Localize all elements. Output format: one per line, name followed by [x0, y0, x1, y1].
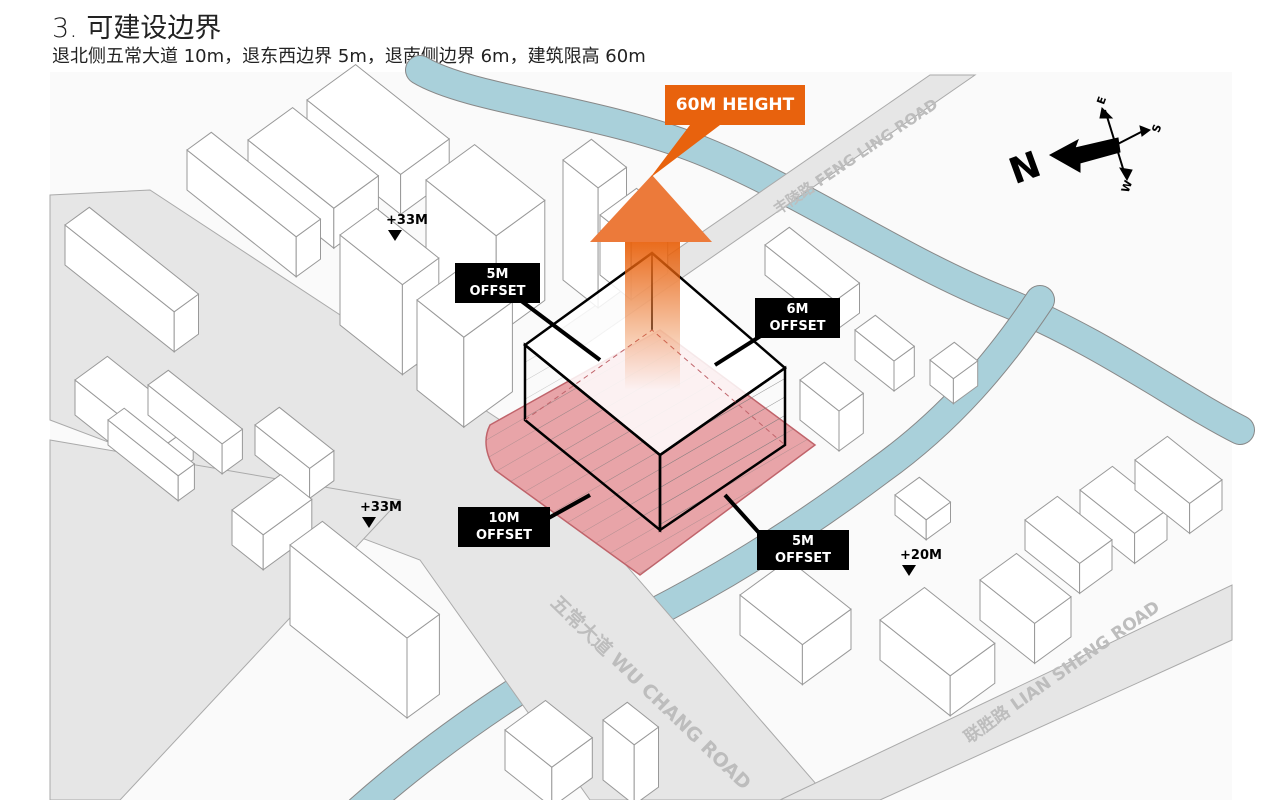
building-face: [979, 552, 1072, 625]
elevation-value: +20M: [900, 548, 942, 563]
offset-callout-east: 5M OFFSET: [757, 530, 849, 570]
building: [186, 131, 322, 278]
offset-callout-west: 5M OFFSET: [455, 263, 540, 303]
building-face: [504, 699, 594, 768]
callout-label: OFFSET: [469, 284, 526, 299]
building: [306, 63, 451, 216]
building: [1079, 465, 1168, 565]
building-face: [107, 407, 196, 477]
page-subtitle: 退北侧五常大道 10m，退东西边界 5m，退南侧边界 6m，建筑限高 60m: [52, 46, 646, 67]
building-face: [425, 143, 546, 237]
compass-icon: [1048, 106, 1152, 182]
callout-label: OFFSET: [476, 528, 532, 543]
building: [602, 701, 660, 800]
building: [894, 476, 952, 541]
callout-value: 10M: [488, 511, 520, 526]
callout-value: 6M: [786, 302, 809, 317]
building: [504, 699, 594, 800]
building-face: [562, 138, 628, 189]
building: [929, 341, 979, 405]
building-face: [147, 369, 244, 445]
building-face: [799, 361, 865, 412]
building-face: [894, 476, 952, 521]
buildings: [64, 63, 1223, 800]
elevation-marker: +33M: [360, 500, 402, 528]
building-face: [879, 586, 996, 677]
building-face: [289, 520, 441, 639]
building: [1134, 435, 1223, 535]
offset-callout-south: 6M OFFSET: [755, 298, 840, 338]
triangle-down-icon: [902, 565, 916, 576]
building-face: [739, 558, 852, 646]
elevation-marker: +33M: [386, 213, 428, 241]
building: [107, 407, 196, 502]
building: [64, 206, 200, 353]
building-face: [854, 314, 916, 362]
elevation-value: +33M: [360, 500, 402, 515]
building: [854, 314, 916, 393]
building: [979, 552, 1072, 665]
building: [1024, 495, 1113, 595]
building-face: [1024, 495, 1113, 565]
lian-sheng-road: [779, 584, 1233, 800]
triangle-down-icon: [388, 230, 402, 241]
building-face: [764, 226, 861, 302]
building-face: [186, 131, 322, 238]
offset-callout-north: 10M OFFSET: [458, 507, 550, 547]
building-face: [306, 63, 451, 176]
triangle-down-icon: [362, 517, 376, 528]
page-title: 3. 可建设边界: [52, 13, 222, 44]
elevation-value: +33M: [386, 213, 428, 228]
building-face: [254, 406, 335, 470]
elevation-marker: +20M: [900, 548, 942, 576]
building: [879, 586, 996, 717]
height-limit-label: 60M HEIGHT: [665, 85, 805, 125]
building-face: [231, 473, 313, 536]
building: [799, 361, 865, 453]
building-face: [247, 106, 380, 209]
building-face: [1134, 435, 1223, 505]
building-face: [339, 207, 440, 286]
building-face: [602, 701, 660, 746]
building-face: [64, 206, 200, 313]
callout-value: 5M: [792, 534, 814, 549]
height-arrow: [590, 125, 720, 390]
callout-value: 5M: [486, 267, 509, 282]
building-face: [929, 341, 979, 380]
callout-label: OFFSET: [769, 319, 826, 334]
building: [289, 520, 441, 720]
callout-label: OFFSET: [775, 551, 831, 566]
building: [739, 558, 852, 686]
building: [147, 369, 244, 475]
